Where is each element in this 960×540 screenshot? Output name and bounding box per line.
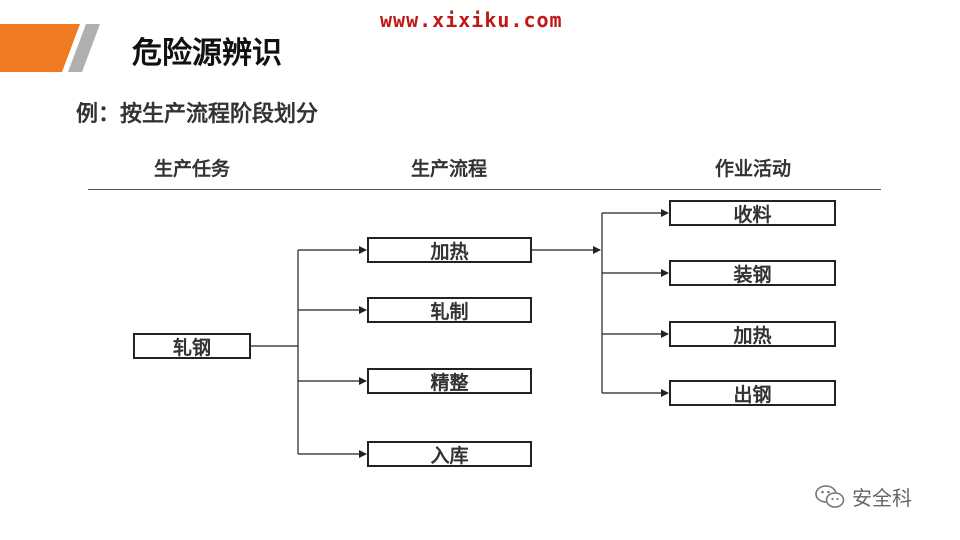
wechat-icon <box>815 484 845 508</box>
column-header-task: 生产任务 <box>153 158 231 180</box>
page-subtitle: 例：按生产流程阶段划分 <box>76 102 319 127</box>
column-header-process: 生产流程 <box>410 158 488 180</box>
node-process-storage: 入库 <box>367 441 532 467</box>
node-activity-discharge: 出钢 <box>669 380 836 406</box>
node-process-heating: 加热 <box>367 237 532 263</box>
node-process-finishing: 精整 <box>367 368 532 394</box>
watermark: www.xixiku.com <box>380 8 563 32</box>
page-title: 危险源辨识 <box>132 36 282 71</box>
header-divider <box>88 189 881 190</box>
node-activity-charging: 装钢 <box>669 260 836 286</box>
header-accent-bar <box>0 24 100 72</box>
node-activity-heating: 加热 <box>669 321 836 347</box>
node-root: 轧钢 <box>133 333 251 359</box>
account-badge: 安全科 <box>814 482 912 511</box>
account-name: 安全科 <box>852 486 912 510</box>
column-header-activity: 作业活动 <box>714 158 792 180</box>
node-process-rolling: 轧制 <box>367 297 532 323</box>
node-activity-receiving: 收料 <box>669 200 836 226</box>
